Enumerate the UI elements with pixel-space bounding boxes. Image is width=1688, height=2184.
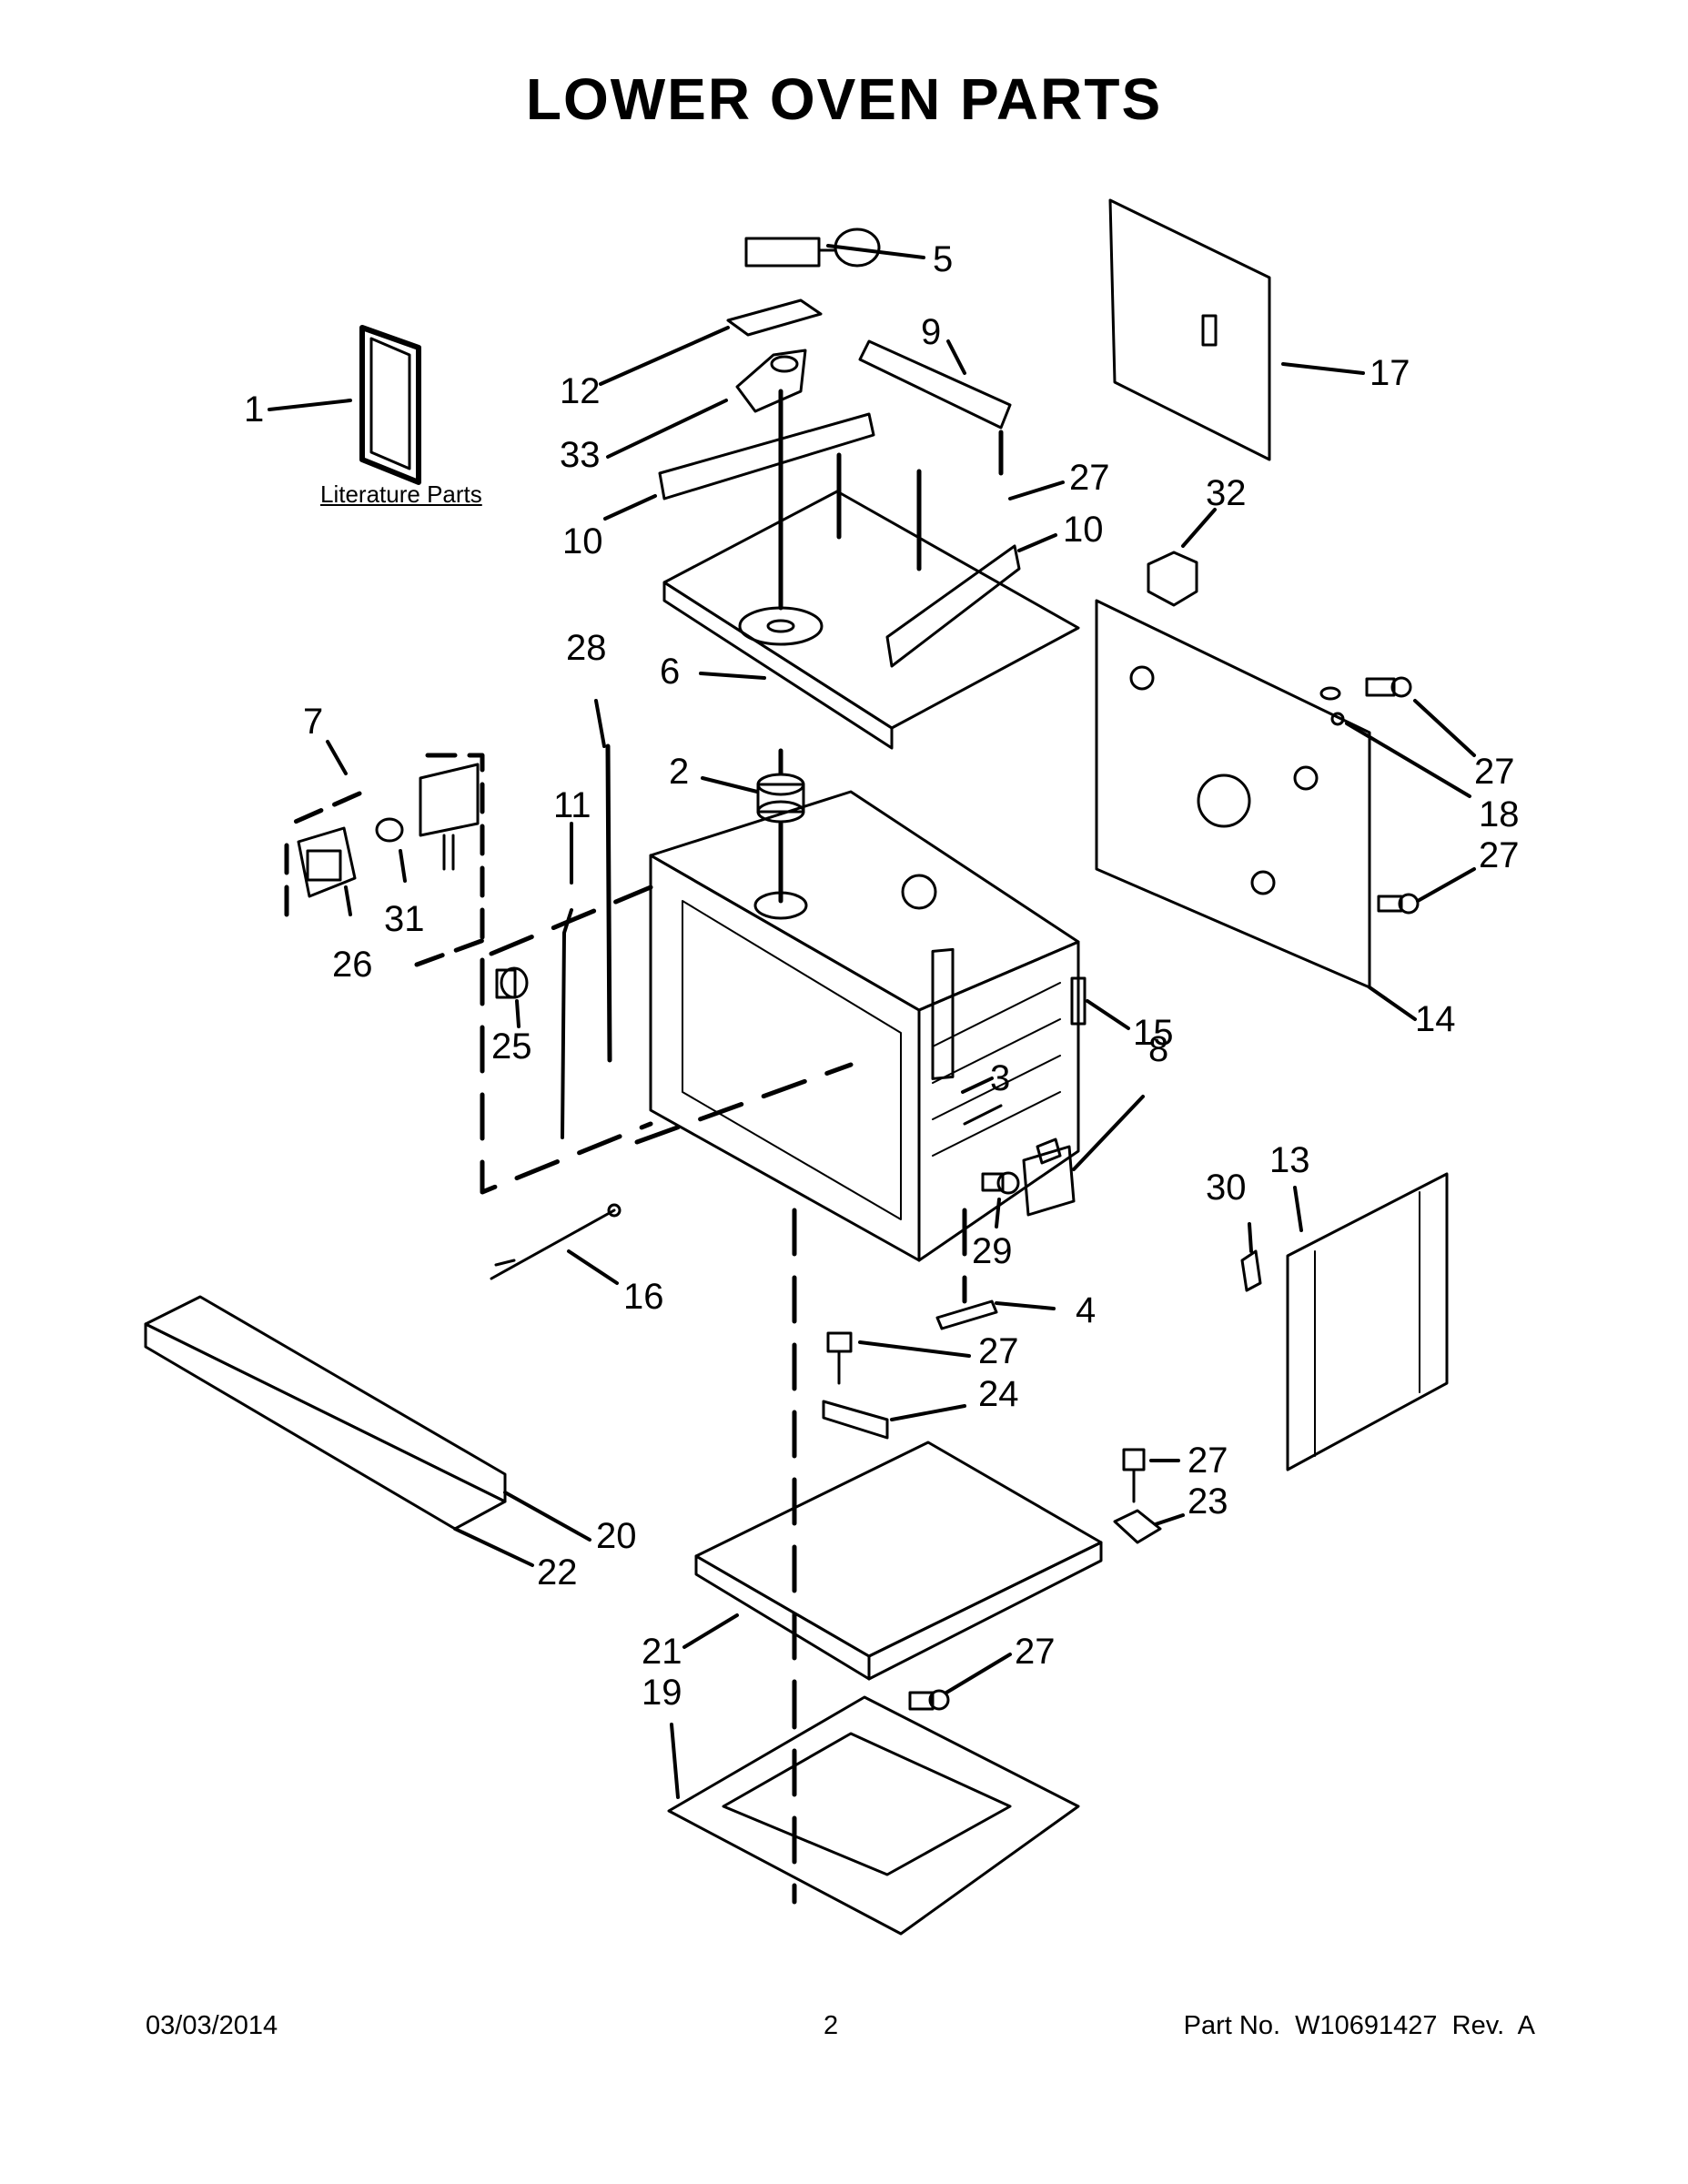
callout-9: 9 — [921, 312, 942, 352]
callout-22: 22 — [537, 1552, 578, 1592]
light-socket-25 — [495, 966, 529, 999]
callout-4: 4 — [1076, 1290, 1097, 1330]
callout-3: 3 — [990, 1058, 1011, 1098]
oven-floor-19 — [667, 1695, 1080, 1936]
screw-29 — [981, 1171, 1020, 1195]
callout-18: 18 — [1479, 794, 1520, 834]
oven-top-panel-6 — [662, 490, 1080, 750]
vent-8 — [1022, 1138, 1076, 1217]
callout-29: 29 — [972, 1231, 1013, 1271]
callout-8: 8 — [1148, 1029, 1169, 1069]
callout-13: 13 — [1269, 1140, 1310, 1180]
motor-bracket — [726, 298, 823, 337]
control-module-26 — [297, 826, 357, 898]
callout-24: 24 — [978, 1374, 1019, 1414]
callout-27-lower: 27 — [1188, 1441, 1228, 1481]
channel-right-10 — [885, 544, 1021, 668]
callout-28: 28 — [566, 628, 607, 668]
callout-26: 26 — [332, 945, 373, 985]
junction-box-32 — [1147, 551, 1198, 607]
side-panel-13 — [1286, 1172, 1449, 1471]
literature-parts-label: Literature Parts — [320, 480, 482, 508]
sensor-plate — [419, 763, 480, 871]
callout-27-right-top: 27 — [1474, 752, 1515, 792]
baffle-9 — [858, 339, 1012, 430]
callout-15: 15 — [1133, 1013, 1174, 1053]
rear-panel-17 — [1108, 198, 1271, 461]
channel-left-10 — [658, 412, 875, 500]
footer-date: 03/03/2014 — [146, 2011, 278, 2040]
callout-32: 32 — [1206, 473, 1247, 513]
callout-23: 23 — [1188, 1481, 1228, 1522]
screw-27-backpanel — [1377, 893, 1420, 915]
leader-arrows — [268, 244, 1476, 1799]
page-title: LOWER OVEN PARTS — [525, 66, 1163, 132]
footer-page-number: 2 — [824, 2011, 839, 2040]
callout-10: 10 — [562, 521, 603, 561]
convection-motor-assembly — [744, 228, 881, 268]
callout-27-mid: 27 — [978, 1331, 1019, 1371]
assembly-lines — [480, 885, 967, 1905]
screw-27-c — [908, 1689, 950, 1711]
callout-6: 6 — [660, 652, 681, 692]
callout-7: 7 — [303, 702, 324, 742]
bracket-24 — [822, 1400, 889, 1440]
bottom-panel-21 — [694, 1441, 1103, 1681]
callout-21: 21 — [642, 1632, 682, 1672]
callout-1: 1 — [244, 389, 265, 430]
callout-10-right: 10 — [1063, 510, 1104, 550]
callout-14: 14 — [1415, 999, 1456, 1039]
callout-33: 33 — [560, 435, 601, 475]
callout-30: 30 — [1206, 1168, 1247, 1208]
callout-2: 2 — [669, 752, 690, 792]
callout-27-bottom: 27 — [1015, 1632, 1056, 1672]
back-panel-14 — [1095, 599, 1371, 989]
callout-19: 19 — [642, 1673, 682, 1713]
callout-31: 31 — [384, 899, 425, 939]
latch-4 — [935, 1299, 998, 1330]
callout-17: 17 — [1370, 353, 1410, 393]
gasket-28 — [605, 743, 612, 1063]
bracket-23 — [1113, 1509, 1162, 1544]
side-rail-20 — [144, 1295, 507, 1531]
convection-fan-2 — [756, 773, 805, 824]
temp-sensor-16 — [490, 1203, 622, 1280]
wire-11 — [561, 908, 573, 1139]
clip-30 — [1240, 1249, 1262, 1292]
hinge-bracket-3 — [931, 947, 1003, 1126]
screw-bracket-18 — [1319, 676, 1412, 726]
screw-27-b — [1122, 1448, 1146, 1503]
callout-27-right-mid: 27 — [1479, 835, 1520, 875]
connector-31 — [375, 817, 404, 843]
callout-20: 20 — [596, 1516, 637, 1556]
literature-parts-folder — [359, 325, 421, 485]
callout-25: 25 — [491, 1026, 532, 1067]
callout-5: 5 — [933, 239, 954, 279]
clip-15 — [1070, 976, 1087, 1026]
callout-11: 11 — [553, 785, 591, 825]
callout-16: 16 — [623, 1277, 664, 1317]
footer-part-number: Part No. W10691427 Rev. A — [1183, 2011, 1535, 2040]
service-kit-7 — [284, 753, 494, 967]
screw-27-a — [826, 1331, 853, 1385]
callout-12: 12 — [560, 371, 601, 411]
motor-shield — [735, 349, 807, 413]
callout-27-top: 27 — [1069, 458, 1110, 498]
